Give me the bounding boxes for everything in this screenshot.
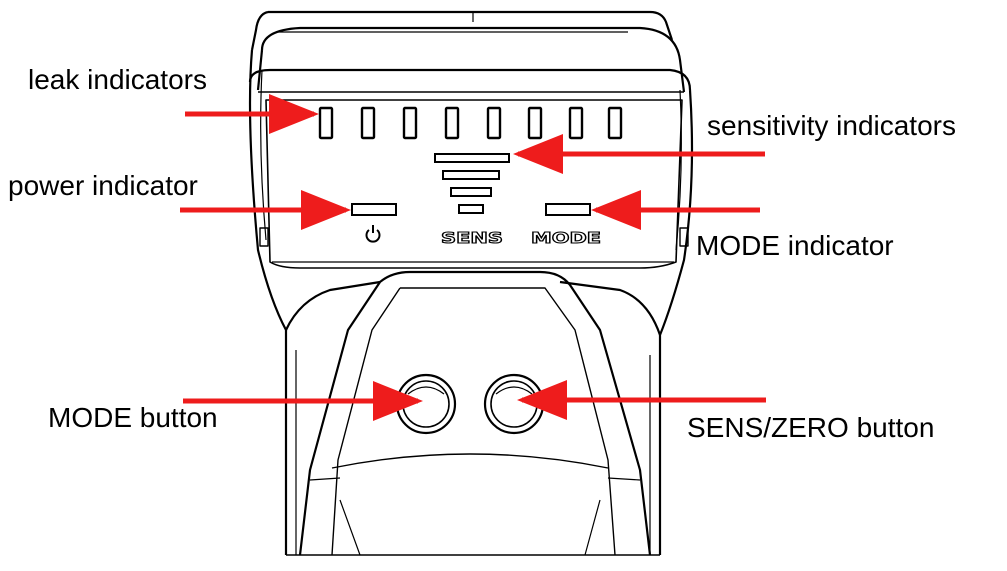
- leak-led-3: [402, 106, 418, 140]
- sensitivity-indicator-bars: [434, 153, 510, 214]
- leak-indicator-leds: [318, 106, 623, 140]
- leak-led-6: [527, 106, 543, 140]
- panel-label-mode: MODE: [531, 229, 601, 247]
- power-indicator-led: [351, 203, 397, 216]
- callout-sensitivity-indicators: sensitivity indicators: [707, 110, 956, 141]
- leak-led-5: [486, 106, 502, 140]
- sens-bar-3: [450, 187, 492, 197]
- sens-bar-4: [458, 204, 484, 214]
- callout-mode-indicator: MODE indicator: [696, 230, 894, 261]
- mode-button[interactable]: [395, 373, 457, 435]
- leak-led-7: [568, 106, 584, 140]
- callout-power-indicator: power indicator: [8, 170, 198, 201]
- sens-bar-1: [434, 153, 510, 163]
- callout-sens-zero-button: SENS/ZERO button: [687, 412, 935, 443]
- leak-led-1: [318, 106, 334, 140]
- leak-led-8: [607, 106, 623, 140]
- leak-led-4: [444, 106, 460, 140]
- panel-label-sens: SENS: [441, 229, 503, 247]
- mode-indicator-led: [545, 203, 591, 216]
- power-symbol-icon: [365, 225, 381, 243]
- sens-zero-button[interactable]: [483, 373, 545, 435]
- callout-leak-indicators: leak indicators: [28, 64, 207, 95]
- sens-bar-2: [442, 170, 500, 180]
- callout-mode-button: MODE button: [48, 402, 218, 433]
- device-body: [248, 10, 694, 556]
- leak-led-2: [360, 106, 376, 140]
